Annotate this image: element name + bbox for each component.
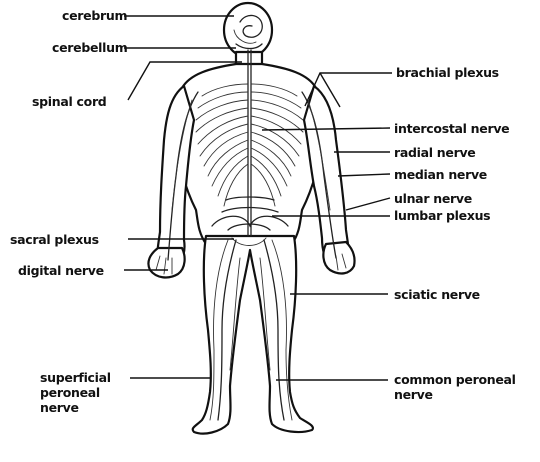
label-lumbar-plexus: lumbar plexus <box>394 208 490 223</box>
label-cerebrum: cerebrum <box>62 8 127 23</box>
label-spinal-cord: spinal cord <box>32 94 106 109</box>
label-digital-nerve: digital nerve <box>18 263 104 278</box>
label-common-peroneal-nerve: common peroneal nerve <box>394 372 516 402</box>
label-brachial-plexus: brachial plexus <box>396 65 499 80</box>
label-intercostal-nerve: intercostal nerve <box>394 121 509 136</box>
label-median-nerve: median nerve <box>394 167 487 182</box>
label-cerebellum: cerebellum <box>52 40 127 55</box>
label-sciatic-nerve: sciatic nerve <box>394 287 480 302</box>
label-radial-nerve: radial nerve <box>394 145 475 160</box>
label-sacral-plexus: sacral plexus <box>10 232 99 247</box>
label-ulnar-nerve: ulnar nerve <box>394 191 472 206</box>
label-superficial-peroneal-nerve: superficial peroneal nerve <box>40 370 111 415</box>
